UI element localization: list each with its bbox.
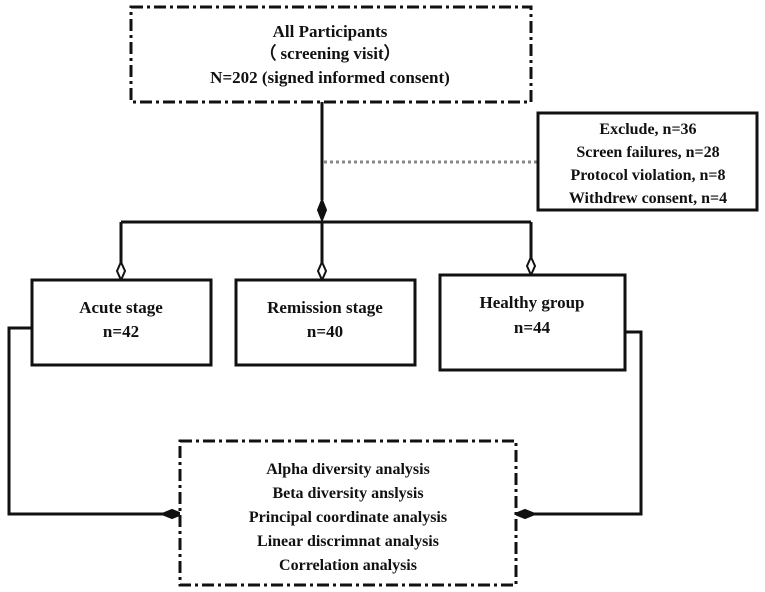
connectors [7, 102, 643, 516]
analysis-line-2: Beta diversity anslysis [272, 485, 423, 502]
exclude-line-3: Protocol violation, n=8 [570, 167, 725, 184]
analysis-line-4: Linear discrimnat analysis [257, 533, 439, 550]
healthy-group-title: Healthy group [479, 293, 584, 312]
exclude-line-1: Exclude, n=36 [599, 121, 696, 138]
analysis-line-5: Correlation analysis [279, 557, 417, 574]
analysis-line-3: Principal coordinate analysis [249, 509, 447, 526]
remission-stage-box [234, 278, 417, 367]
exclude-line-4: Withdrew consent, n=4 [569, 190, 727, 207]
participants-subtitle: （ screening visit） [259, 43, 400, 63]
right-loop [530, 330, 643, 516]
diamond-healthy [525, 254, 537, 278]
healthy-group-box [438, 273, 627, 372]
participants-title: All Participants [273, 22, 388, 41]
acute-stage-count: n=42 [103, 322, 139, 341]
exclude-box [536, 111, 759, 212]
analysis-line-1: Alpha diversity analysis [266, 461, 430, 478]
diamond-markers [115, 197, 538, 520]
diamond-acute [115, 259, 127, 283]
diamond-trunk [316, 197, 328, 223]
acute-stage-box [30, 278, 213, 367]
healthy-group-count: n=44 [514, 318, 551, 337]
diamond-right-analysis [512, 508, 538, 520]
left-loop [7, 326, 165, 516]
exclude-line-2: Screen failures, n=28 [576, 144, 719, 161]
diamond-remission [316, 259, 328, 283]
analysis-box [178, 439, 518, 587]
acute-stage-title: Acute stage [79, 298, 163, 317]
participants-box [129, 5, 533, 104]
remission-stage-title: Remission stage [267, 298, 383, 317]
participants-count: N=202 (signed informed consent) [210, 68, 450, 87]
remission-stage-count: n=40 [307, 322, 343, 341]
